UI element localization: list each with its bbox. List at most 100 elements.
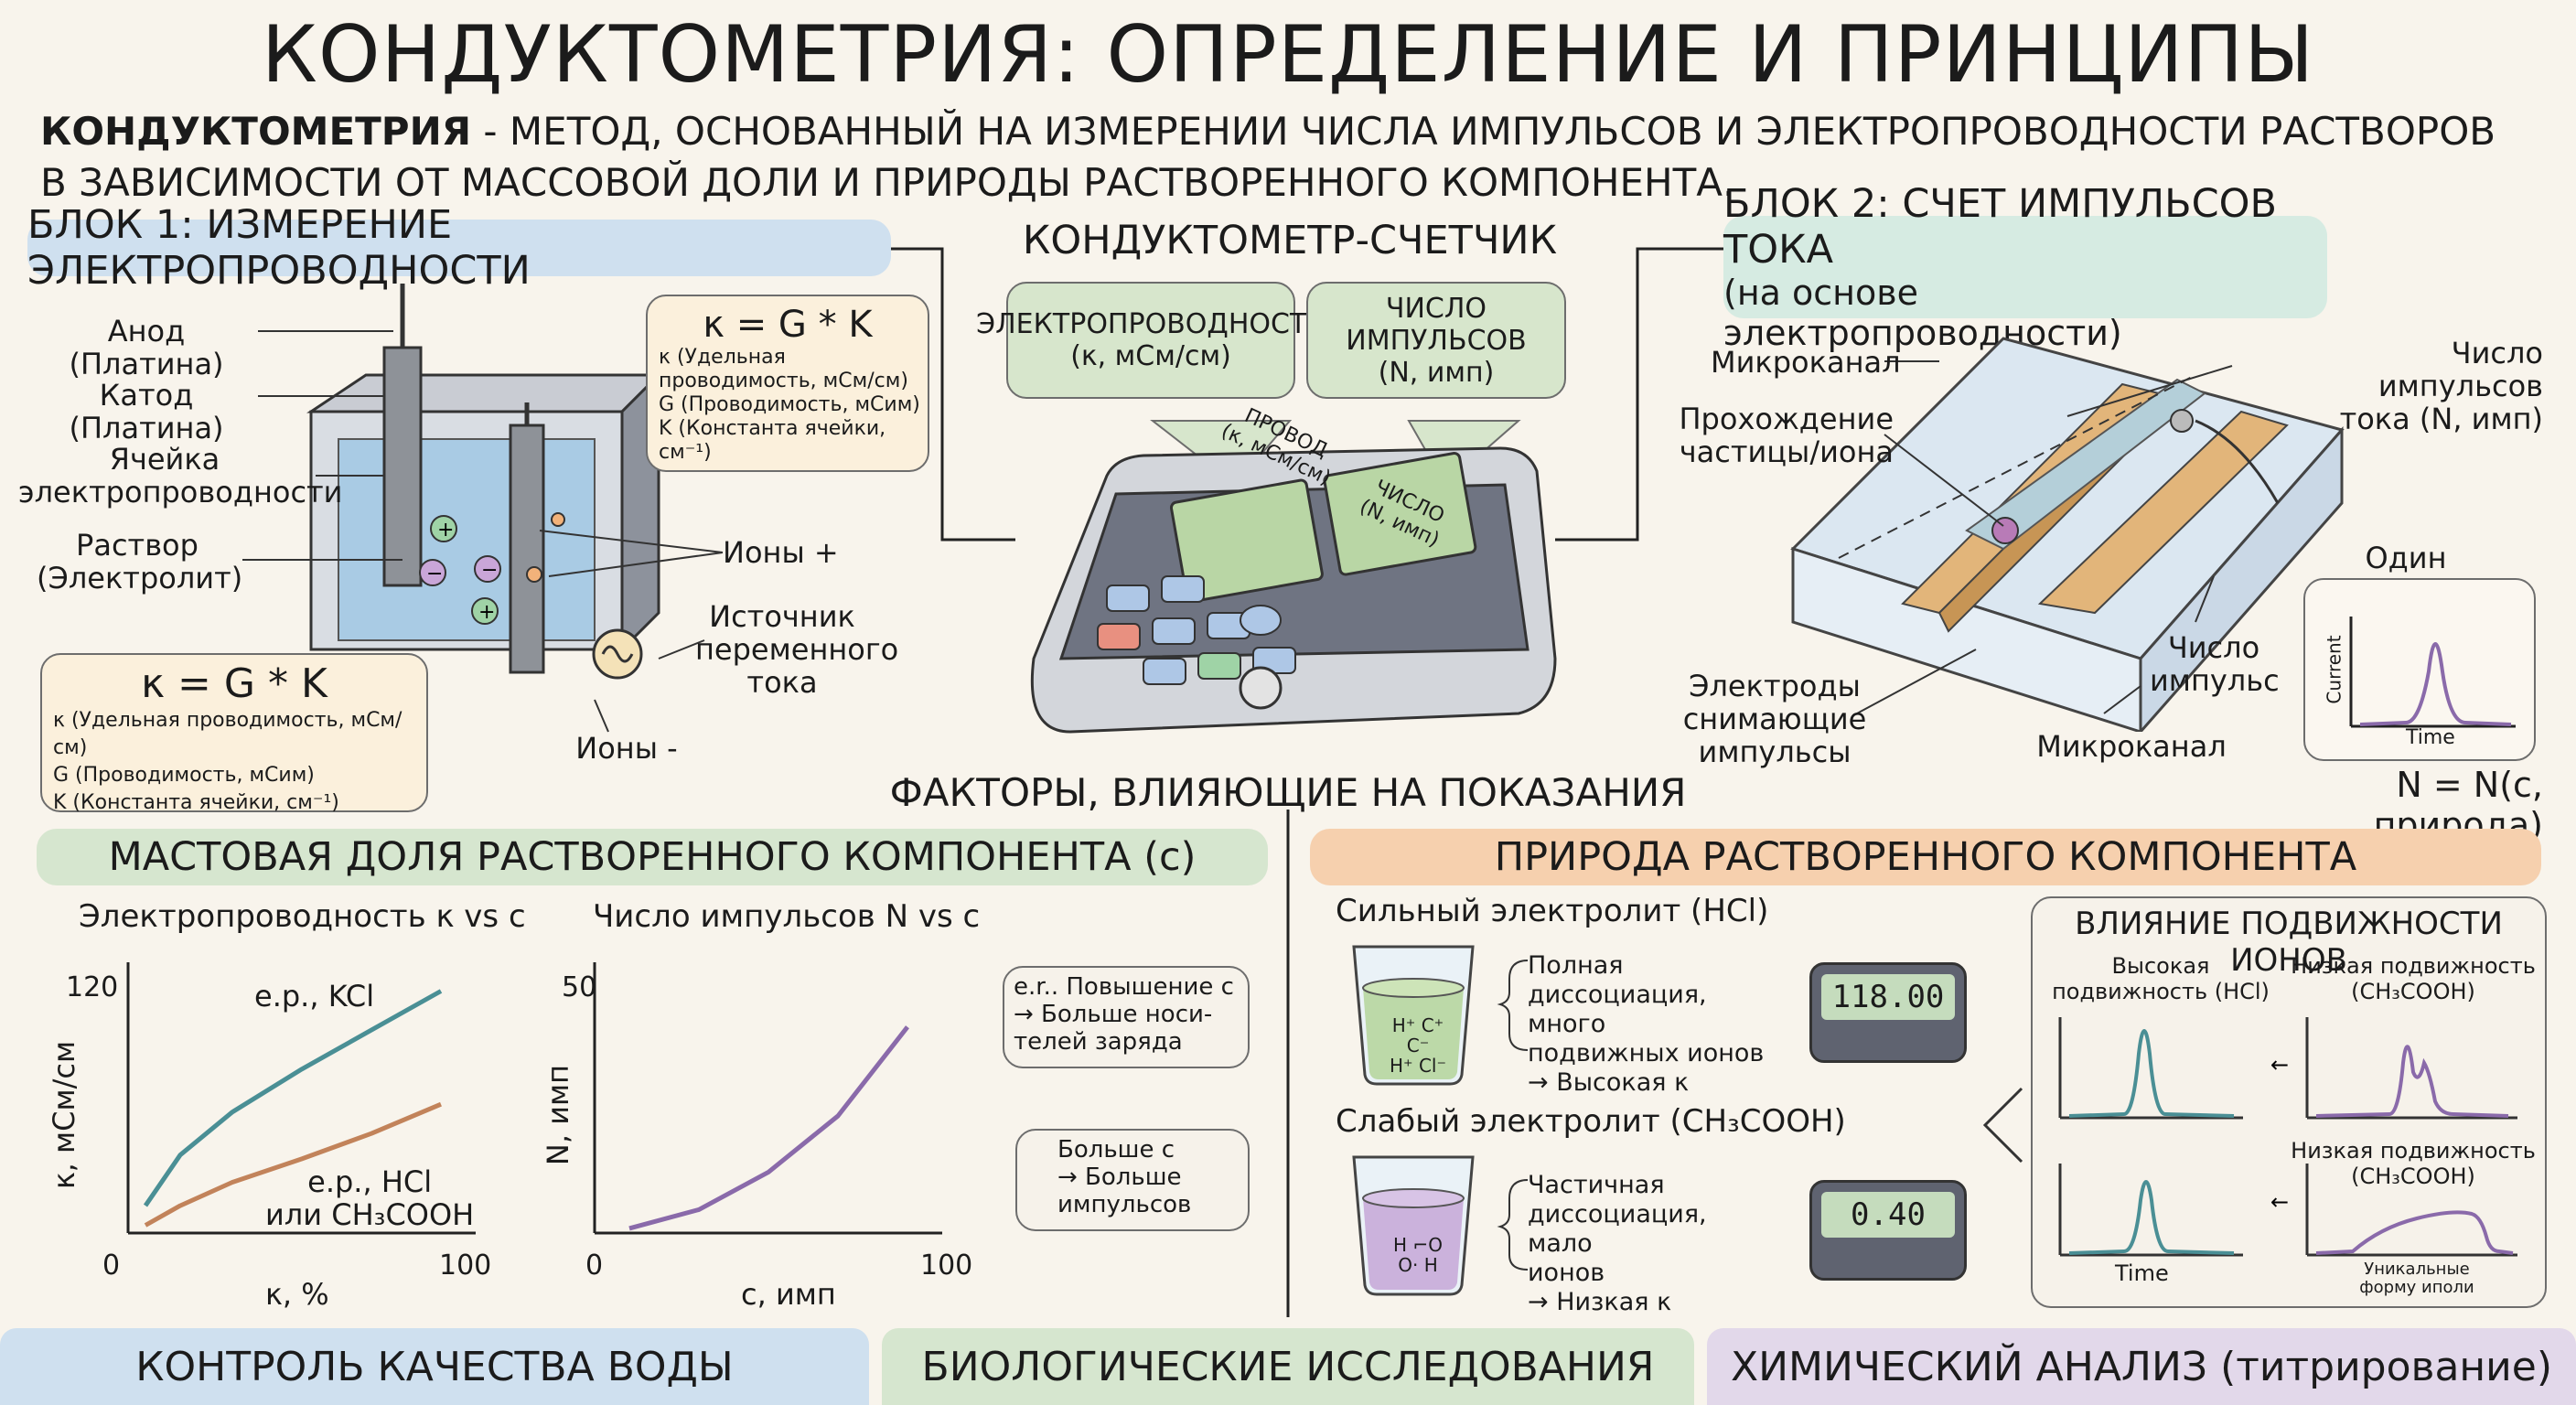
- ions-plus-label: Ионы +: [723, 535, 839, 570]
- conductivity-cell: + − − +: [306, 284, 662, 674]
- svg-text:−: −: [426, 563, 443, 585]
- weak-display-device: 0.40: [1809, 1180, 1967, 1281]
- block2-pointer-lines: [1856, 360, 2280, 714]
- page-title: КОНДУКТОМЕТРИЯ: ОПРЕДЕЛЕНИЕ И ПРИНЦИПЫ: [261, 9, 2315, 101]
- application-bio: БИОЛОГИЧЕСКИЕ ИССЛЕДОВАНИЯ: [882, 1328, 1694, 1405]
- brace-lines: [1497, 960, 1529, 1271]
- ions-minus-label: Ионы -: [575, 731, 678, 766]
- one-pulse-ylabel: Current: [2323, 635, 2345, 704]
- ion-minus-2: −: [474, 555, 501, 583]
- block2-header: БЛОК 2: СЧЕТ ИМПУЛЬСОВ ТОКА: [1723, 181, 2278, 273]
- beaker-strong-ions: H⁺ C⁺ C⁻ H⁺ Cl⁻: [1389, 1014, 1447, 1077]
- microchannel-bottom-label: Микроканал: [2036, 729, 2227, 764]
- chart2-ylabel: N, имп: [541, 1064, 575, 1166]
- meter-callout-right: ЧИСЛО ИМПУЛЬСОВ (N, имп): [1306, 282, 1566, 399]
- chart1-series1-label: e.p., KCl: [254, 979, 375, 1014]
- mobility-panel: ВЛИЯНИЕ ПОДВИЖНОСТИ ИОНОВ Высокая подвиж…: [2031, 896, 2547, 1308]
- chart1-xtick-max: 100: [439, 1249, 492, 1282]
- meter-header: КОНДУКТОМЕТР-СЧЕТЧИК: [1022, 218, 1558, 263]
- anode-label: Анод (Платина): [69, 314, 224, 381]
- strong-display-device: 118.00: [1809, 962, 1967, 1063]
- weak-description: Частичная диссоциация, мало ионов → Низк…: [1528, 1171, 1707, 1316]
- factors-title: ФАКТОРЫ, ВЛИЯЮЩИЕ НА ПОКАЗАНИЯ: [889, 770, 1687, 815]
- application-chem: ХИМИЧЕСКИЙ АНАЛИЗ (титрирование): [1707, 1328, 2576, 1405]
- svg-text:−: −: [481, 559, 498, 582]
- chart1-series-line-0: [143, 989, 443, 1207]
- intro-line2: В ЗАВИСИМОСТИ ОТ МАССОВОЙ ДОЛИ И ПРИРОДЫ…: [40, 160, 1735, 205]
- beaker-weak-icon: [1352, 1155, 1475, 1296]
- chart1-series: [143, 989, 443, 1228]
- note-more-c: Больше с → Больше импульсов: [1015, 1129, 1250, 1231]
- solution-label: Раствор (Электролит): [37, 528, 243, 595]
- cathode-label: Катод (Платина): [69, 378, 224, 445]
- chart2-ytick-max: 50: [562, 971, 597, 1003]
- beaker-strong-icon: [1352, 945, 1475, 1086]
- low-mobility-label-mid: Низкая подвижность (CH₃COOH): [2291, 1138, 2536, 1189]
- chart1-xtick-min: 0: [102, 1249, 121, 1282]
- chart2-xtick-min: 0: [585, 1249, 604, 1282]
- intro-line1: - МЕТОД, ОСНОВАННЫЙ НА ИЗМЕРЕНИИ ЧИСЛА И…: [471, 109, 2496, 154]
- block2-header-box: БЛОК 2: СЧЕТ ИМПУЛЬСОВ ТОКА (на основе э…: [1723, 181, 2327, 353]
- block2-subheader: (на основе электропроводности): [1723, 273, 2122, 353]
- chart2-axes: [593, 962, 942, 1235]
- cell-label: Ячейка электропроводности: [18, 442, 343, 509]
- microchannel-device: [1790, 337, 2345, 732]
- pulse-count-label: Число импульсов тока (N, имп): [2339, 336, 2543, 436]
- strong-description: Полная диссоциация, много подвижных ионо…: [1528, 951, 1765, 1097]
- block1-pointer-lines: [242, 330, 724, 733]
- intro-term: КОНДУКТОМЕТРИЯ: [40, 109, 472, 154]
- mobility-graphs: ← ←: [2058, 1017, 2517, 1257]
- chart1-axes: [126, 962, 476, 1235]
- formula-top: κ = G * K: [703, 304, 873, 346]
- left-section-header: МАСТОВАЯ ДОЛЯ РАСТВОРЕННОГО КОМПОНЕНТА (…: [37, 829, 1268, 885]
- chart1-title: Электропроводность κ vs c: [79, 898, 526, 935]
- formula-bottom-l2: G (Проводимость, мСим): [53, 764, 315, 787]
- chart2-title: Число импульсов N vs c: [593, 898, 981, 935]
- conductometer-device: [1030, 420, 1557, 734]
- formula-top-l1: κ (Удельная проводимость, мСм/см): [659, 346, 908, 392]
- count-pulse-label: Число импульс: [2150, 630, 2280, 698]
- chart2-xtick-max: 100: [920, 1249, 973, 1282]
- beaker-weak-ions: H ⌐O O· H: [1393, 1234, 1443, 1276]
- weak-electrolyte-title: Слабый электролит (CH₃COOH): [1336, 1103, 1846, 1140]
- formula-bottom-l1: κ (Удельная проводимость, мСм/см): [53, 709, 402, 759]
- chart2-xlabel: c, имп: [741, 1277, 836, 1312]
- high-mobility-label: Высокая подвижность (HCl): [2052, 953, 2270, 1004]
- svg-text:←: ←: [2270, 1189, 2289, 1215]
- strong-electrolyte-title: Сильный электролит (HCl): [1336, 893, 1769, 929]
- ac-source-label: Источник переменного тока: [695, 599, 899, 700]
- chart2-series: [628, 1025, 909, 1231]
- ion-minus-1: −: [419, 559, 446, 586]
- chart1-series-line-1: [144, 1101, 442, 1228]
- electrodes-label: Электроды снимающие импульсы: [1682, 669, 1867, 769]
- right-section-header: ПРИРОДА РАСТВОРЕННОГО КОМПОНЕНТА: [1310, 829, 2541, 885]
- weak-display-value: 0.40: [1821, 1192, 1955, 1238]
- chart1-ylabel: κ, мСм/см: [47, 1040, 81, 1190]
- svg-text:+: +: [437, 519, 454, 542]
- strong-display-value: 118.00: [1821, 974, 1955, 1020]
- formula-card-top: κ = G * K κ (Удельная проводимость, мСм/…: [646, 295, 929, 472]
- formula-top-l2: G (Проводимость, мСим): [659, 393, 920, 416]
- formula-bottom-l3: K (Константа ячейки, см⁻¹): [53, 791, 339, 814]
- chart1-ytick-max: 120: [66, 971, 119, 1003]
- ac-source-icon: [592, 628, 643, 680]
- ion-plus-1: +: [430, 515, 457, 542]
- meter-callout-left: ЭЛЕКТРОПРОВОДНОСТЬ (κ, мСм/см): [976, 282, 1326, 399]
- chart1-xlabel: κ, %: [265, 1277, 329, 1312]
- intro-text: КОНДУКТОМЕТРИЯ - МЕТОД, ОСНОВАННЫЙ НА ИЗ…: [40, 106, 2547, 209]
- mobility-bottom-right-label: Уникальные форму иполи: [2359, 1260, 2474, 1297]
- one-pulse-graph: [2349, 617, 2516, 728]
- mobility-brace: [1982, 1087, 2023, 1164]
- chart2-series-line-0: [628, 1025, 909, 1231]
- mobility-title: ВЛИЯНИЕ ПОДВИЖНОСТИ ИОНОВ: [2075, 906, 2503, 979]
- svg-text:←: ←: [2270, 1052, 2289, 1078]
- formula-top-l3: K (Константа ячейки, см⁻¹): [659, 417, 886, 464]
- charts-area: [126, 962, 942, 1235]
- microchannel-top-label: Микроканал: [1711, 345, 1901, 380]
- low-mobility-label-top: Низкая подвижность (CH₃COOH): [2291, 953, 2536, 1004]
- one-pulse-chart: Current Time: [2303, 578, 2536, 761]
- application-water: КОНТРОЛЬ КАЧЕСТВА ВОДЫ: [0, 1328, 869, 1405]
- passage-label: Прохождение частицы/иона: [1679, 402, 1894, 469]
- formula-card-bottom: κ = G * K κ (Удельная проводимость, мСм/…: [40, 653, 428, 814]
